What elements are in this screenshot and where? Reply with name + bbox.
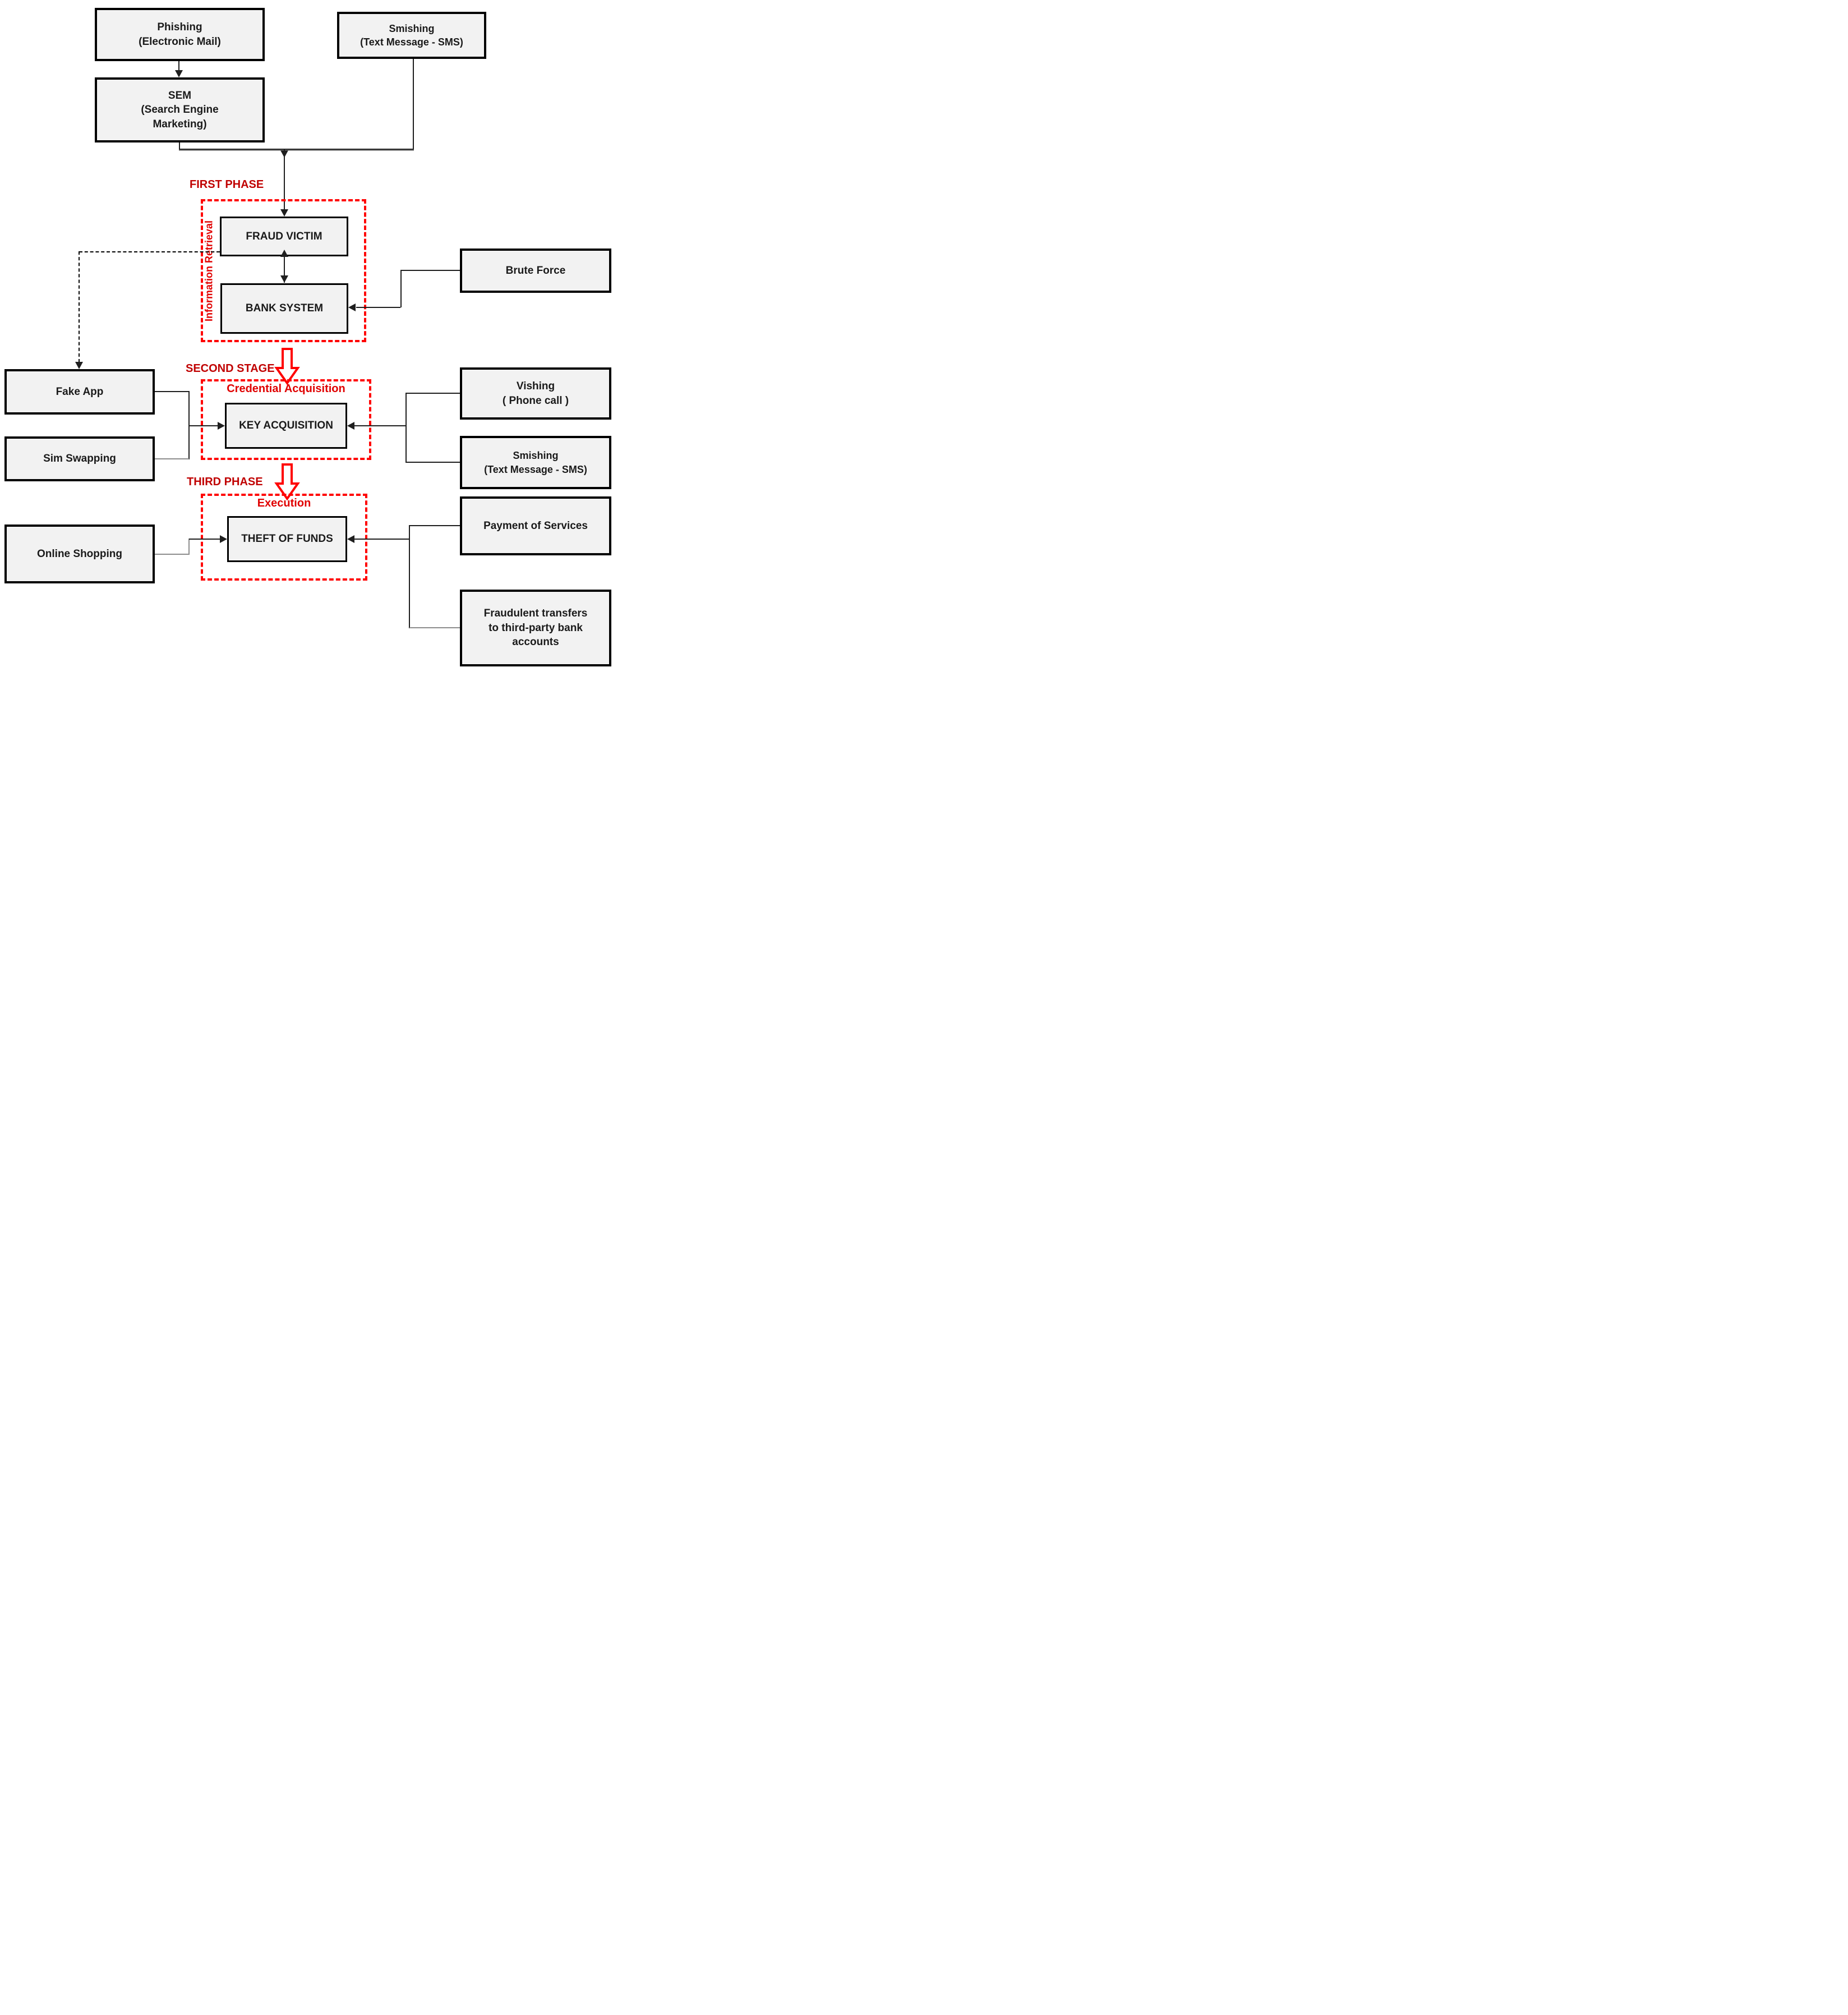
node-smishing-email-sms: Smishing (Text Message - SMS) xyxy=(337,12,486,59)
arrow-left-icon xyxy=(347,535,354,543)
information-retrieval-label: Information Retrieval xyxy=(203,220,215,322)
third-phase-boundary xyxy=(201,494,367,581)
connector-smishing-drop xyxy=(413,59,414,149)
connector-right-trunk xyxy=(405,393,407,463)
phase-transition-arrow-icon xyxy=(274,463,300,500)
node-vishing: Vishing ( Phone call ) xyxy=(460,367,611,420)
node-payment-of-services: Payment of Services xyxy=(460,496,611,555)
connector-bottom-right-trunk xyxy=(409,525,410,628)
connector-payment-of-services xyxy=(409,525,460,526)
connector-brute-force-to-bank xyxy=(356,307,400,308)
node-fraudulent-transfers: Fraudulent transfers to third-party bank… xyxy=(460,590,611,666)
connector-to-key-acquisition-right xyxy=(354,425,406,426)
arrow-left-icon xyxy=(348,303,356,311)
arrow-down-icon xyxy=(280,275,288,283)
node-phishing: Phishing (Electronic Mail) xyxy=(95,8,265,61)
connector-phishing-to-sem xyxy=(178,61,179,71)
bank-fraud-phases-flowchart: Phishing (Electronic Mail) SEM (Search E… xyxy=(0,0,616,671)
arrow-down-icon xyxy=(175,70,183,77)
second-stage-boundary xyxy=(201,379,371,460)
third-phase-label: THIRD PHASE xyxy=(187,476,263,488)
credential-acquisition-label: Credential Acquisition xyxy=(227,383,345,395)
connector-brute-force xyxy=(400,270,402,307)
node-brute-force: Brute Force xyxy=(460,249,611,293)
arrow-left-icon xyxy=(347,422,354,430)
connector-smishing xyxy=(406,462,460,463)
execution-label: Execution xyxy=(257,497,311,509)
phase-transition-arrow-icon xyxy=(274,348,300,385)
node-online-shopping: Online Shopping xyxy=(4,525,155,583)
connector-vishing xyxy=(406,393,460,394)
node-sem: SEM (Search Engine Marketing) xyxy=(95,77,265,142)
arrow-right-icon xyxy=(218,422,225,430)
node-bank-system: BANK SYSTEM xyxy=(220,283,348,334)
connector-online-shopping xyxy=(188,539,190,555)
connector-to-fraud-victim xyxy=(284,150,285,210)
connector-to-key-acquisition-left xyxy=(189,425,218,426)
connector-fake-app xyxy=(155,391,189,392)
node-fake-app: Fake App xyxy=(4,369,155,415)
connector-sim-swapping xyxy=(155,458,189,459)
node-fraud-victim: FRAUD VICTIM xyxy=(220,217,348,256)
connector-fraud-bank-bidirectional xyxy=(284,257,285,283)
connector-sem-stub xyxy=(179,142,180,149)
arrow-right-icon xyxy=(220,535,227,543)
dashed-connector-fraud-victim-to-fake-app xyxy=(79,251,220,252)
arrow-up-icon xyxy=(280,250,288,257)
connector-fraudulent-transfers xyxy=(409,627,460,628)
dashed-connector-fraud-victim-to-fake-app xyxy=(79,251,80,362)
connector-to-theft-right xyxy=(354,539,409,540)
connector-to-theft-left xyxy=(189,539,220,540)
connector-merge-horizontal xyxy=(179,149,414,150)
first-phase-label: FIRST PHASE xyxy=(190,178,264,191)
node-sim-swapping: Sim Swapping xyxy=(4,436,155,481)
arrow-down-icon xyxy=(280,209,288,217)
node-theft-of-funds: THEFT OF FUNDS xyxy=(227,516,347,562)
connector-brute-force xyxy=(400,270,460,271)
second-stage-label: SECOND STAGE xyxy=(186,362,275,375)
connector-online-shopping xyxy=(155,554,189,555)
node-key-acquisition: KEY ACQUISITION xyxy=(225,403,347,449)
arrow-down-icon xyxy=(75,362,83,369)
first-phase-boundary xyxy=(201,199,366,342)
node-smishing-sms: Smishing (Text Message - SMS) xyxy=(460,436,611,489)
